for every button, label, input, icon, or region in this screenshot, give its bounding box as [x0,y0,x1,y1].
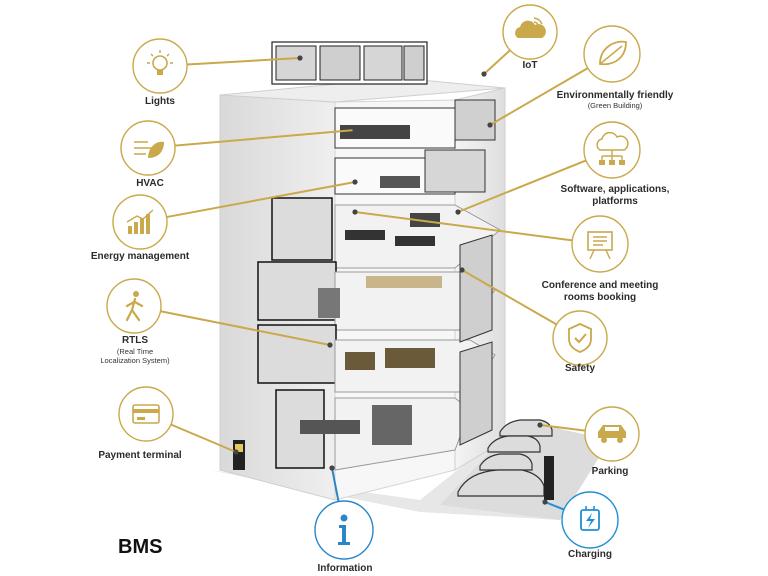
connector-rtls [160,310,331,346]
connector-iot [483,49,511,75]
label-parking: Parking [591,466,629,477]
car-icon [598,425,626,443]
sublabel-eco: (Green Building) [587,101,643,110]
connector-information [331,467,340,502]
label-rtls: RTLS [121,335,149,346]
connector-dot-parking [537,422,543,428]
connector-energy [166,181,356,219]
sublabel-rtls-2: Localization System) [100,356,170,365]
connector-parking [539,424,586,432]
rtls-node [106,278,162,334]
info-icon [338,514,350,545]
connector-lights [186,57,301,66]
connector-dot-software [455,209,461,215]
connector-conference [354,211,573,242]
connector-safety [461,269,558,326]
connector-dot-eco [487,122,493,128]
bms-title: BMS [118,536,163,558]
payment-node [118,386,174,442]
connector-dot-energy [352,179,358,185]
safety-node [552,310,608,366]
information-node [314,500,374,560]
connector-dot-charging [542,499,548,505]
walking-person-icon [125,291,144,322]
ev-plug-icon [580,506,600,531]
label-payment: Payment terminal [98,450,182,461]
conference-node [571,215,629,273]
presentation-board-icon [587,231,613,260]
shield-check-icon [568,323,592,353]
sublabel-rtls: (Real Time [116,347,154,356]
lights-node [132,38,188,94]
eco-node [583,25,641,83]
connector-software [457,159,587,213]
label-hvac: HVAC [136,178,164,189]
bar-chart-icon [126,209,154,234]
connector-dot-safety [459,267,465,273]
connector-eco [489,67,589,126]
label-software-2: platforms [592,196,638,207]
airflow-leaf-icon [134,141,164,158]
hvac-node [120,120,176,176]
floors [257,99,501,471]
label-safety: Safety [564,363,595,374]
iot-node [502,4,558,60]
label-charging: Charging [568,549,612,560]
energy-node [112,194,168,250]
feature-nodes [106,4,641,560]
connector-dot-lights [297,55,303,61]
connector-dot-conference [352,209,358,215]
connector-dot-payment [233,449,239,455]
connector-dot-hvac [352,127,358,133]
label-energy: Energy management [90,251,190,262]
label-iot: IoT [522,60,538,71]
connector-dot-iot [481,71,487,77]
connector-hvac [174,129,356,147]
label-conference-2: rooms booking [563,292,637,303]
label-conference: Conference and meeting [541,280,659,291]
credit-card-icon [132,404,160,424]
charging-station [544,456,554,500]
connector-dot-rtls [327,342,333,348]
label-information: Information [317,563,373,574]
cloud-network-icon [596,131,629,165]
penthouse-windows [275,45,425,81]
label-eco: Environmentally friendly [556,90,674,101]
cloud-wifi-icon [515,17,546,38]
label-software: Software, applications, [560,184,670,195]
connector-lines [160,49,589,511]
connector-dot-information [329,465,335,471]
connector-charging [544,501,565,511]
light-bulb-icon [147,50,173,75]
connector-payment [170,423,237,453]
charging-node [561,491,619,549]
parking-node [584,406,640,462]
software-node [583,121,641,179]
leaf-icon [599,40,627,66]
label-lights: Lights [145,96,175,107]
